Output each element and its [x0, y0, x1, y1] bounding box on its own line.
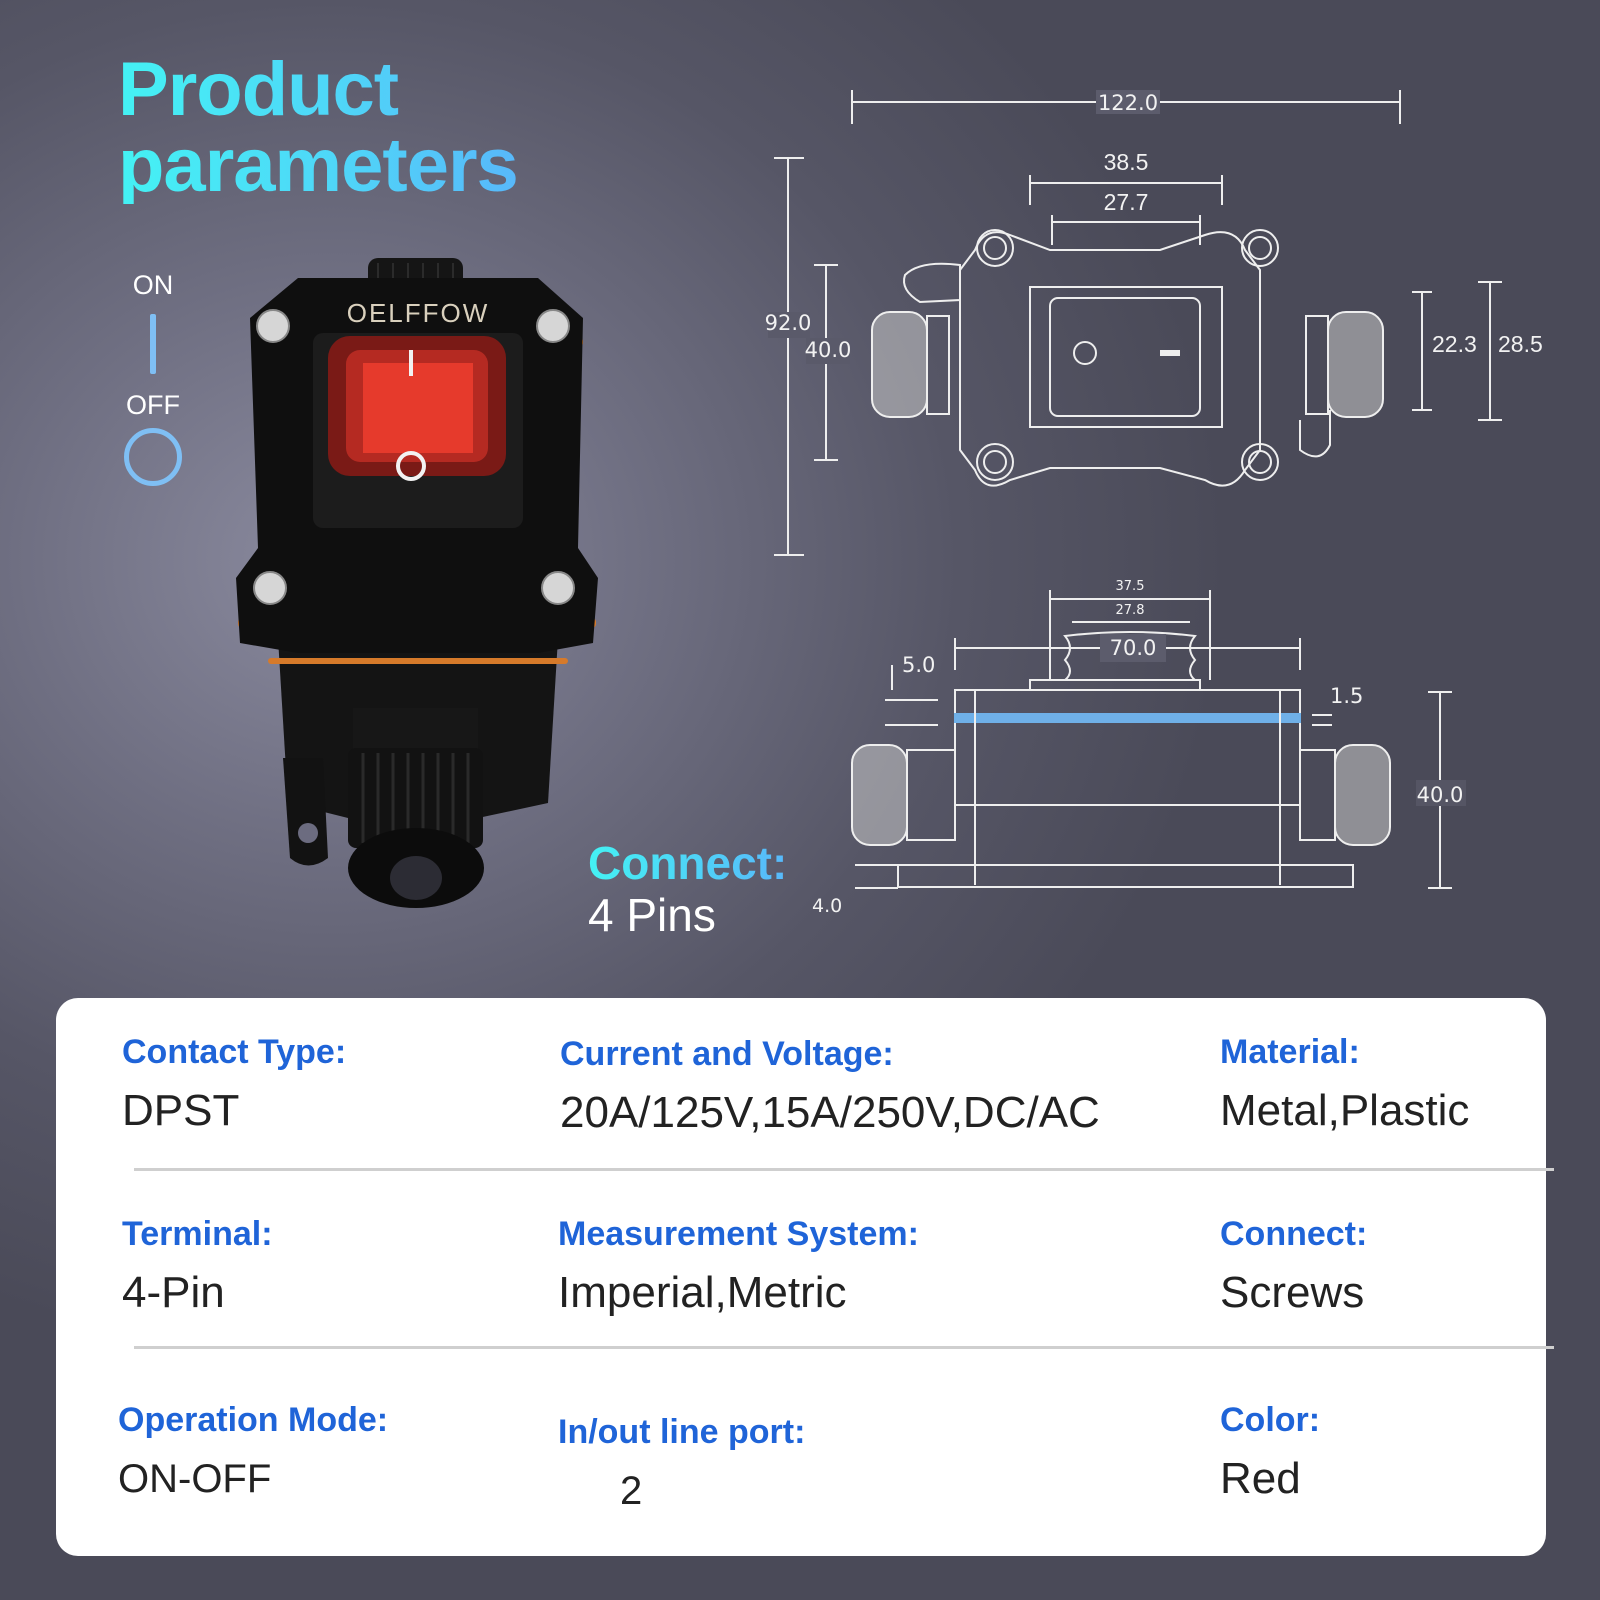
svg-text:1.5: 1.5 — [1330, 684, 1363, 708]
spec-table: Contact Type: DPST Current and Voltage: … — [56, 998, 1554, 1556]
spec-value: Screws — [1220, 1268, 1365, 1317]
connect-callout-label: Connect: — [588, 837, 788, 889]
spec-key: Color: — [1220, 1401, 1321, 1439]
side-view-drawing: 37.5 27.8 70.0 5.0 1.5 40.0 4.0 — [812, 579, 1466, 917]
svg-text:5.0: 5.0 — [902, 653, 935, 677]
technical-drawing: 122.0 38.5 27.7 92.0 40.0 — [760, 80, 1560, 940]
svg-text:27.7: 27.7 — [1104, 189, 1149, 215]
spec-measurement-system: Measurement System: Imperial,Metric — [558, 1214, 919, 1318]
on-label: ON — [132, 270, 174, 300]
svg-text:28.5: 28.5 — [1498, 331, 1543, 357]
spec-current-voltage: Current and Voltage: 20A/125V,15A/250V,D… — [560, 1034, 1100, 1138]
spec-value: Red — [1220, 1454, 1301, 1503]
page-title: Product parameters — [118, 52, 518, 204]
switch-box-icon: OELFFOW — [236, 258, 598, 908]
off-label: OFF — [126, 390, 180, 420]
product-image: OELFFOW — [228, 258, 608, 918]
spec-terminal: Terminal: 4-Pin — [122, 1214, 273, 1318]
connect-callout: Connect: 4 Pins — [588, 838, 787, 942]
spec-color: Color: Red — [1220, 1400, 1320, 1504]
svg-text:70.0: 70.0 — [1110, 636, 1157, 660]
spec-value: ON-OFF — [118, 1457, 272, 1501]
row-divider — [134, 1346, 1554, 1349]
spec-value: Imperial,Metric — [558, 1268, 847, 1317]
row-divider — [134, 1168, 1554, 1171]
spec-value: 4-Pin — [122, 1268, 225, 1317]
spec-key: Material: — [1220, 1033, 1360, 1071]
spec-key: Measurement System: — [558, 1215, 919, 1253]
svg-text:22.3: 22.3 — [1432, 331, 1477, 357]
spec-inout-line-port: In/out line port: 2 — [558, 1412, 805, 1516]
svg-text:27.8: 27.8 — [1116, 603, 1145, 618]
connect-callout-value: 4 Pins — [588, 889, 716, 941]
spec-operation-mode: Operation Mode: ON-OFF — [118, 1400, 388, 1504]
spec-contact-type: Contact Type: DPST — [122, 1032, 346, 1136]
spec-key: Operation Mode: — [118, 1401, 389, 1439]
spec-key: In/out line port: — [558, 1413, 806, 1451]
svg-text:40.0: 40.0 — [805, 338, 852, 362]
svg-text:40.0: 40.0 — [1417, 783, 1464, 807]
svg-text:OELFFOW: OELFFOW — [347, 298, 490, 328]
off-symbol-icon — [124, 428, 182, 486]
spec-value: Metal,Plastic — [1220, 1086, 1470, 1135]
spec-key: Terminal: — [122, 1215, 273, 1253]
top-view-drawing: 122.0 38.5 27.7 92.0 40.0 — [765, 90, 1543, 556]
title-line-2: parameters — [118, 123, 518, 208]
spec-connect: Connect: Screws — [1220, 1214, 1367, 1318]
spec-value: DPST — [122, 1086, 240, 1135]
spec-key: Connect: — [1220, 1215, 1368, 1253]
svg-text:122.0: 122.0 — [1098, 91, 1158, 115]
switch-legend: ON OFF — [118, 270, 188, 486]
spec-value: 2 — [620, 1469, 643, 1513]
on-symbol-icon — [150, 314, 156, 374]
spec-key: Contact Type: — [122, 1033, 347, 1071]
svg-text:37.5: 37.5 — [1116, 579, 1145, 594]
svg-text:38.5: 38.5 — [1104, 149, 1149, 175]
spec-key: Current and Voltage: — [560, 1035, 894, 1073]
spec-value: 20A/125V,15A/250V,DC/AC — [560, 1088, 1100, 1137]
title-line-1: Product — [118, 47, 399, 132]
svg-text:4.0: 4.0 — [812, 895, 842, 917]
svg-text:92.0: 92.0 — [765, 311, 812, 335]
spec-material: Material: Metal,Plastic — [1220, 1032, 1469, 1136]
